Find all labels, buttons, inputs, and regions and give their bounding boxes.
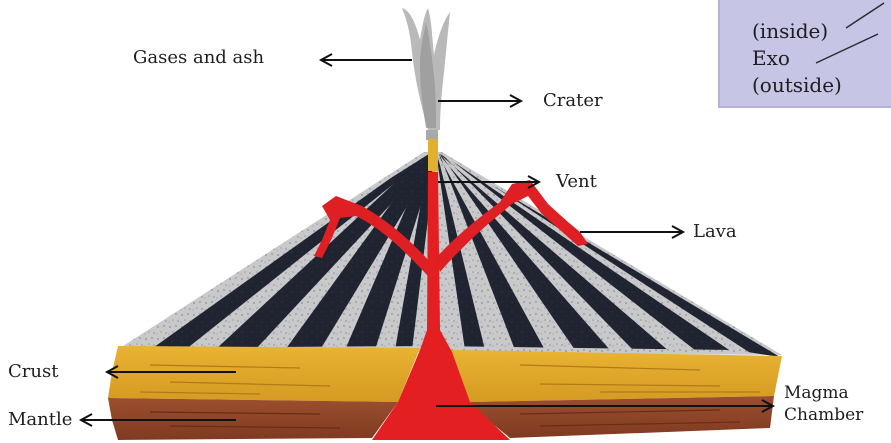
label-chamber: Chamber [784,406,863,425]
label-crater: Crater [543,91,603,111]
note-connector-lines [720,0,891,108]
label-magma: Magma [784,384,849,403]
label-gases-and-ash: Gases and ash [133,48,264,68]
smoke-plume [402,8,450,130]
endo-exo-note-box: (inside) Exo (outside) [718,0,891,108]
label-lava: Lava [693,222,737,242]
label-crust: Crust [8,362,58,382]
label-vent: Vent [556,172,597,192]
label-mantle: Mantle [8,410,72,430]
